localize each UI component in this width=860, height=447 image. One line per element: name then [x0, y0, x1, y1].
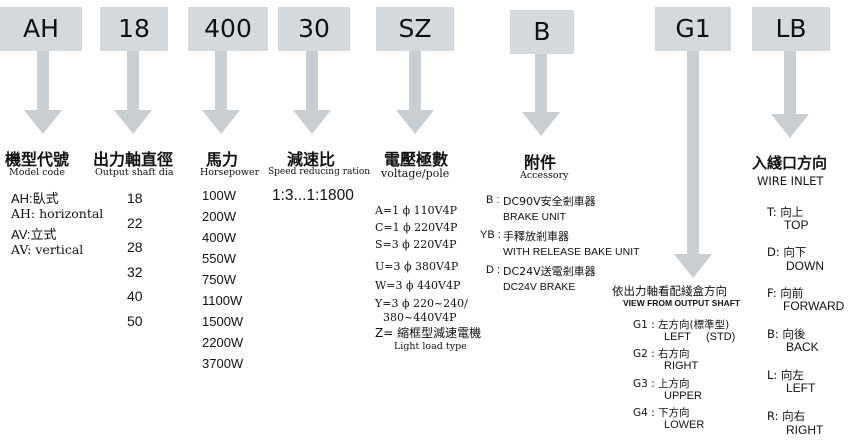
model-item: AH: horizontal: [11, 206, 104, 221]
wire-inlet-d-en: DOWN: [786, 259, 824, 273]
wire-inlet-b-cn: B: 向後: [767, 327, 806, 341]
power-item: 100W: [202, 188, 236, 203]
arrow-accessory: [522, 54, 560, 136]
voltage-item: C=1 ϕ 220V4P: [375, 221, 458, 234]
model-item: AV:立式: [11, 227, 57, 242]
arrow-voltage: [396, 51, 434, 134]
accessory-d-code: D :: [486, 264, 501, 276]
arrow-shaft: [114, 51, 152, 134]
shaft-list: 18 22 28 32 40 50: [127, 190, 143, 337]
code-box-voltage: SZ: [376, 7, 454, 51]
accessory-b-en: BRAKE UNIT: [503, 211, 567, 223]
shaft-sub: Output shaft dia: [95, 167, 174, 178]
wire-inlet-t-en: TOP: [784, 218, 809, 232]
wire-inlet-l-en: LEFT: [786, 381, 816, 395]
voltage-item: 380~440V4P: [383, 311, 457, 324]
voltage-item: Y=3 ϕ 220~240/: [375, 297, 468, 310]
wire-inlet-f-cn: F: 向前: [767, 286, 804, 300]
accessory-sub: Accessory: [520, 170, 569, 181]
code-box-model: AH: [0, 7, 82, 51]
model-item: AH:臥式: [11, 191, 59, 206]
wire-inlet-title: 入綫口方向: [752, 154, 828, 172]
accessory-yb-code: YB :: [480, 229, 501, 241]
code-box-wire-inlet: LB: [752, 7, 830, 51]
power-sub: Horsepower: [200, 167, 260, 178]
voltage-item: A=1 ϕ 110V4P: [375, 204, 457, 217]
arrow-output-view: [674, 51, 712, 278]
wire-inlet-b-en: BACK: [786, 340, 819, 354]
wire-inlet-r-cn: R: 向右: [767, 409, 806, 423]
power-item: 1100W: [202, 293, 243, 308]
accessory-title: 附件: [524, 153, 557, 172]
voltage-sub: voltage/pole: [381, 167, 450, 180]
accessory-yb-cn: 手釋放剎車器: [503, 230, 569, 243]
shaft-item: 18: [127, 190, 143, 206]
shaft-title: 出力軸直徑: [93, 150, 174, 169]
output-view-g1-en: LEFT (STD): [664, 331, 736, 343]
code-box-power: 400: [188, 7, 268, 51]
power-item: 2200W: [202, 335, 244, 350]
power-item: 550W: [202, 251, 236, 266]
voltage-item: U=3 ϕ 380V4P: [375, 260, 459, 273]
arrow-power: [202, 51, 240, 134]
output-view-g1-cn: G1 : 左方向(標準型): [633, 319, 730, 331]
model-title: 機型代號: [5, 150, 70, 169]
power-item: 400W: [202, 230, 236, 245]
output-view-sub: VIEW FROM OUTPUT SHAFT: [623, 298, 741, 308]
wire-inlet-d-cn: D: 向下: [767, 245, 807, 259]
power-title: 馬力: [206, 150, 239, 169]
arrow-model: [24, 51, 62, 134]
output-view-title: 依出力軸看配綫盒方向: [612, 284, 727, 298]
shaft-item: 50: [127, 312, 143, 329]
code-box-accessory: B: [510, 10, 574, 54]
output-view-g3-cn: G3 : 上方向: [633, 378, 690, 390]
output-view-g3-en: UPPER: [664, 390, 702, 402]
accessory-yb-en: WITH RELEASE BAKE UNIT: [503, 246, 640, 258]
output-view-g2-cn: G2 : 右方向: [633, 348, 690, 360]
wire-inlet-f-en: FORWARD: [783, 299, 845, 313]
wire-inlet-l-cn: L: 向左: [767, 368, 804, 382]
wire-inlet-t-cn: T: 向上: [767, 205, 804, 219]
shaft-item: 22: [127, 214, 143, 231]
wire-inlet-sub: WIRE INLET: [757, 174, 824, 188]
code-box-output-view: G1: [655, 7, 731, 51]
voltage-item: W=3 ϕ 440V4P: [375, 279, 461, 292]
accessory-d-cn: DC24V送電剎車器: [503, 265, 596, 278]
shaft-item: 28: [127, 239, 143, 255]
code-box-ratio: 30: [278, 7, 350, 51]
ratio-range: 1:3...1:1800: [272, 187, 354, 204]
output-view-g2-en: RIGHT: [664, 360, 699, 372]
arrow-ratio: [293, 51, 331, 134]
model-item: AV: vertical: [11, 242, 84, 257]
model-sub: Model code: [9, 167, 65, 178]
output-view-g4-cn: G4 : 下方向: [633, 407, 690, 419]
accessory-b-code: B :: [486, 194, 500, 206]
ratio-sub: Speed reducing ration: [268, 167, 371, 177]
ratio-title: 減速比: [287, 150, 336, 169]
power-item: 1500W: [202, 314, 244, 329]
power-list: 100W 200W 400W 550W 750W 1100W 1500W 220…: [202, 188, 243, 377]
output-view-g4-en: LOWER: [664, 419, 705, 431]
voltage-light-sub: Light load type: [394, 341, 467, 352]
power-item: 200W: [202, 209, 236, 224]
shaft-item: 32: [127, 263, 143, 280]
voltage-item: S=3 ϕ 220V4P: [375, 238, 457, 251]
voltage-light: Z= 縮框型減速電機: [375, 326, 482, 340]
power-item: 3700W: [202, 356, 244, 371]
arrow-wire-inlet: [771, 51, 809, 138]
shaft-item: 40: [127, 288, 143, 304]
accessory-d-en: DC24V BRAKE: [503, 281, 576, 293]
voltage-title: 電壓極數: [384, 150, 449, 169]
code-box-shaft: 18: [100, 7, 168, 51]
accessory-b-cn: DC90V安全剎車器: [503, 195, 596, 208]
power-item: 750W: [202, 272, 236, 287]
wire-inlet-r-en: RIGHT: [786, 423, 824, 437]
